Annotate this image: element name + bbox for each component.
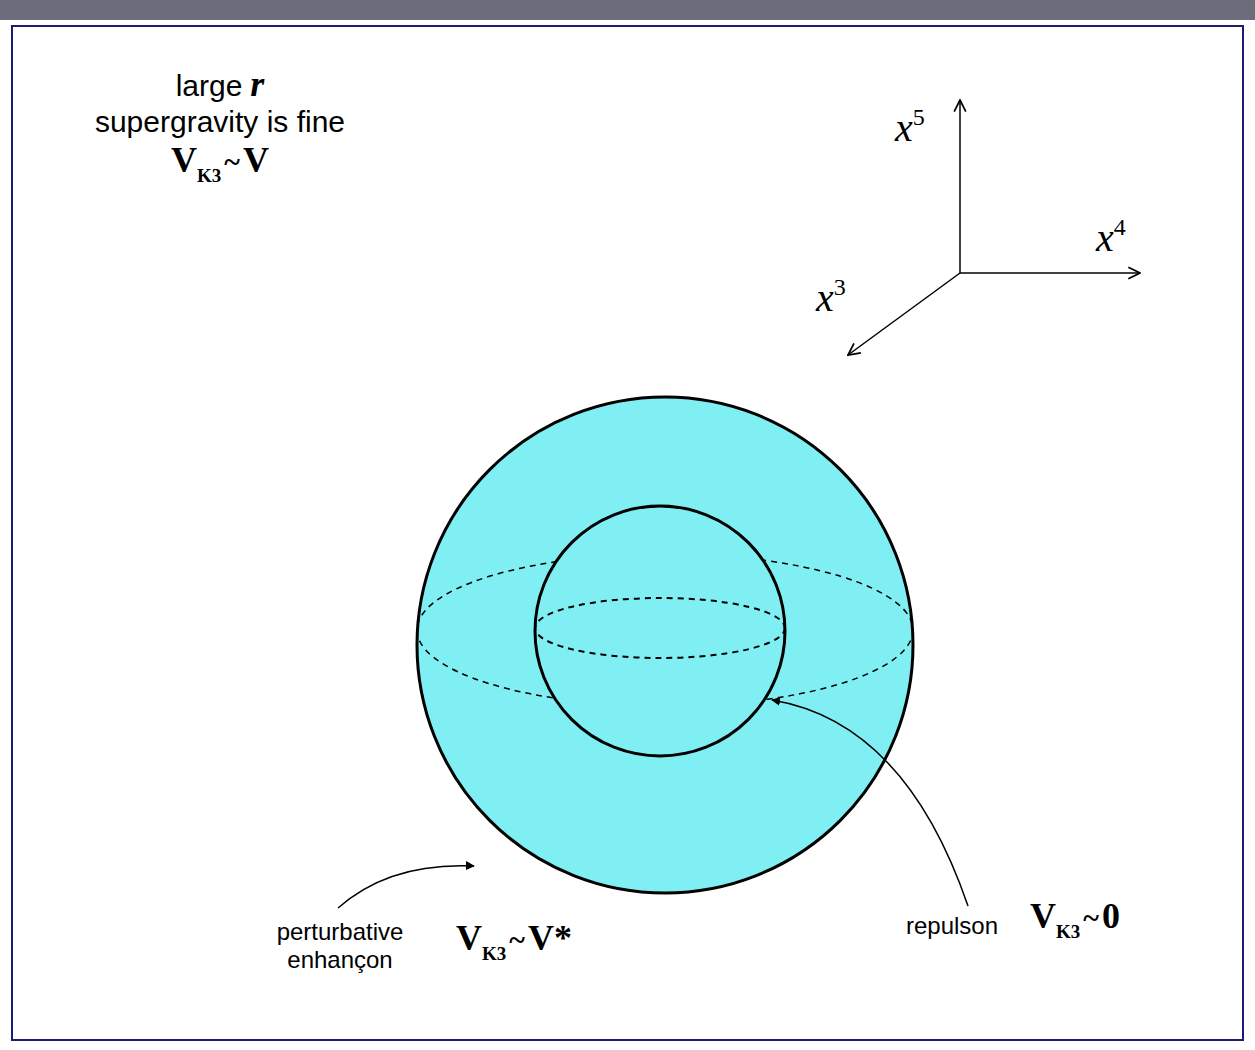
label-group: VK3~0	[1030, 896, 1120, 943]
equator-inner	[535, 598, 785, 658]
label-group: largersupergravity is fineVK3~V	[40, 64, 400, 187]
label-line: x4	[1096, 214, 1126, 261]
subscript-label: K3	[482, 943, 506, 964]
label-line: repulson	[906, 912, 998, 940]
text-label: supergravity is fine	[95, 105, 345, 138]
repulson-sphere	[535, 506, 785, 756]
text-label: repulson	[906, 912, 998, 939]
axis-x4	[960, 272, 1140, 274]
text-label: V	[456, 918, 482, 958]
label-line: perturbative enhançon	[228, 918, 452, 973]
text-label: r	[250, 64, 264, 104]
text-label: V	[171, 140, 197, 180]
text-label: ~	[1083, 901, 1099, 934]
label-line: VK3~V*	[456, 918, 572, 965]
text-label: perturbative enhançon	[277, 918, 404, 973]
label-line: x3	[816, 274, 846, 321]
leader-arrow	[772, 700, 968, 906]
text-label: V*	[528, 918, 572, 958]
text-label: large	[176, 69, 243, 102]
axis-index: 4	[1114, 214, 1126, 240]
panel-frame	[12, 26, 1243, 1040]
label-group: VK3~V*	[456, 918, 572, 965]
text-label: V	[243, 140, 269, 180]
text-label: ~	[224, 145, 240, 178]
axis-label: x	[895, 105, 913, 150]
label-line: larger	[40, 64, 400, 105]
axis-index: 3	[834, 274, 846, 300]
leader-arrow	[338, 866, 474, 908]
label-line: supergravity is fine	[40, 105, 400, 140]
enhancon-sphere	[417, 397, 913, 893]
label-line: VK3~0	[1030, 896, 1120, 943]
axis-x5	[959, 100, 961, 273]
axis-index: 5	[913, 104, 925, 130]
text-label: V	[1030, 896, 1056, 936]
label-group: repulson	[906, 912, 998, 940]
axis-label: x	[816, 275, 834, 320]
label-line: VK3~V	[40, 140, 400, 187]
top-bar	[0, 0, 1255, 20]
label-group: perturbative enhançon	[228, 918, 452, 973]
label-group: x4	[1096, 214, 1126, 261]
subscript-label: K3	[197, 165, 221, 186]
label-group: x5	[895, 104, 925, 151]
subscript-label: K3	[1056, 921, 1080, 942]
axis-x3	[848, 273, 960, 355]
text-label: ~	[509, 923, 525, 956]
label-line: x5	[895, 104, 925, 151]
text-label: 0	[1102, 896, 1120, 936]
axis-label: x	[1096, 215, 1114, 260]
label-group: x3	[816, 274, 846, 321]
